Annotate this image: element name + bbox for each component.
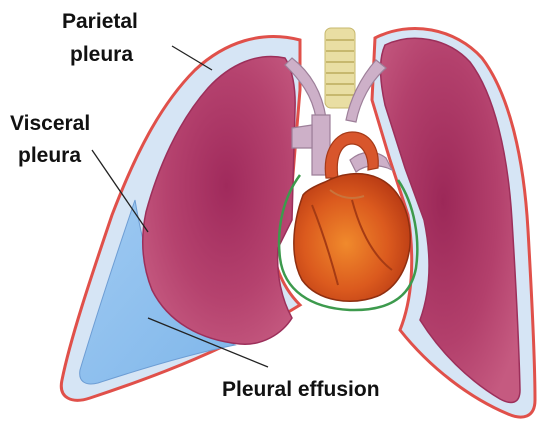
- parietal-pleura-leader: [172, 46, 212, 70]
- trachea: [325, 28, 355, 108]
- visceral-pleura-label-line2: pleura: [18, 144, 81, 167]
- parietal-pleura-label-line1: Parietal: [62, 10, 138, 33]
- left-lung: [143, 56, 296, 344]
- parietal-pleura-label-line2: pleura: [70, 43, 133, 66]
- aortic-arch: [325, 132, 378, 178]
- heart: [294, 174, 410, 302]
- visceral-pleura-label-line1: Visceral: [10, 112, 90, 135]
- pleural-effusion-label: Pleural effusion: [222, 378, 380, 401]
